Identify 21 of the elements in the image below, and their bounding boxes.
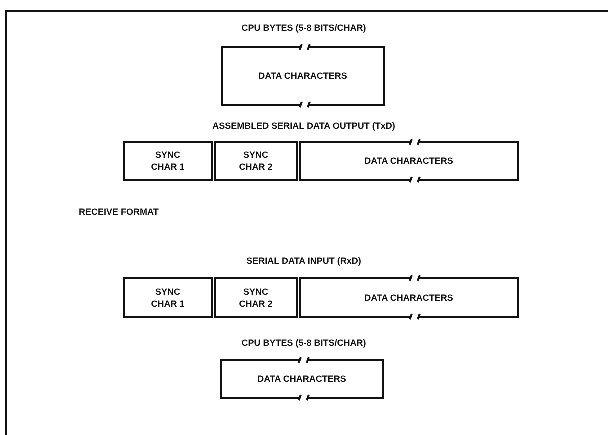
field-label: DATA CHARACTERS <box>364 292 454 304</box>
field-label: SYNC CHAR 1 <box>150 149 186 173</box>
field-label: SYNC CHAR 2 <box>238 149 274 173</box>
format-heading: CPU BYTES (5-8 BITS/CHAR) <box>242 338 366 348</box>
sync-field <box>212 275 300 320</box>
sync-field <box>121 139 215 183</box>
field-label: SYNC CHAR 2 <box>238 286 274 310</box>
sync-field <box>212 139 300 183</box>
format-heading: SERIAL DATA INPUT (RxD) <box>246 256 362 266</box>
data-field <box>297 139 521 183</box>
section-heading: RECEIVE FORMAT <box>79 207 159 217</box>
format-heading: CPU BYTES (5-8 BITS/CHAR) <box>242 23 366 33</box>
field-label: DATA CHARACTERS <box>364 155 454 167</box>
field-label: DATA CHARACTERS <box>258 70 348 82</box>
field-label: DATA CHARACTERS <box>258 373 346 385</box>
data-field <box>297 275 521 320</box>
data-field <box>219 44 387 108</box>
data-field <box>218 357 386 401</box>
sync-field <box>121 275 215 320</box>
format-heading: ASSEMBLED SERIAL DATA OUTPUT (TxD) <box>212 121 396 131</box>
field-label: SYNC CHAR 1 <box>150 286 186 310</box>
